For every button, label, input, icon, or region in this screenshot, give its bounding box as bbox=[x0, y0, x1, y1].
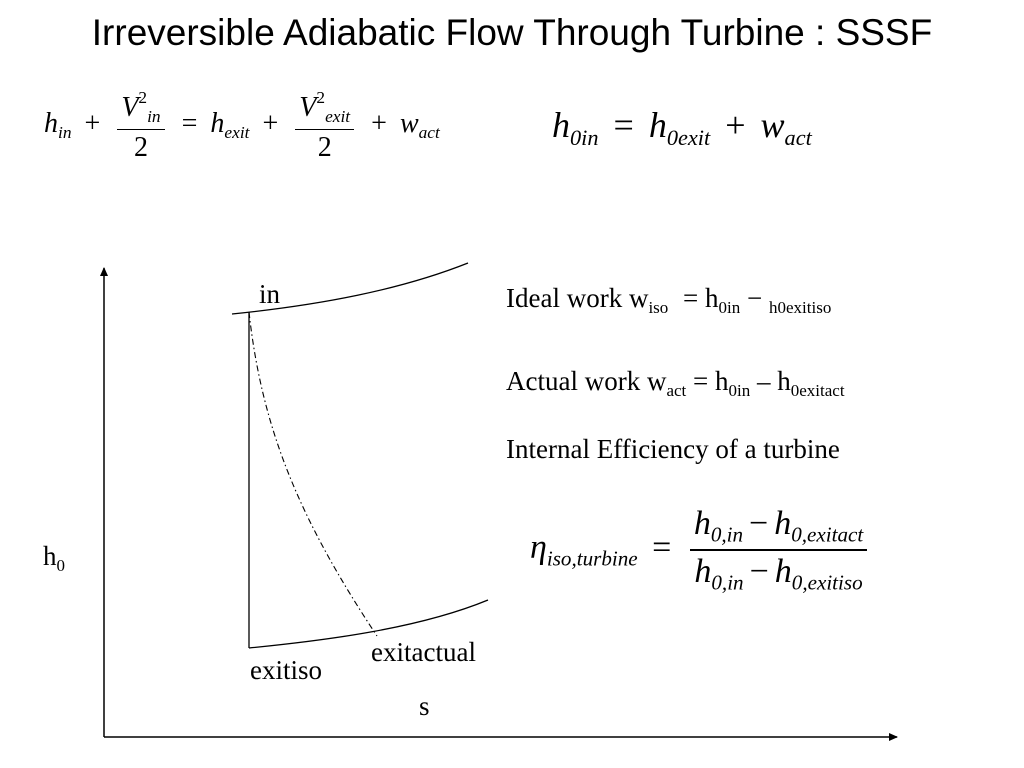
ideal-work-minus: − bbox=[747, 283, 763, 313]
eq-plus-2: + bbox=[262, 108, 279, 140]
inlet-pressure-curve bbox=[231, 262, 469, 315]
stag-h0-in: h0in bbox=[552, 105, 599, 150]
ideal-work-eq: = h bbox=[683, 283, 719, 313]
eq-w-act: wact bbox=[399, 108, 440, 143]
eta-fraction: h0,in−h0,exitact h0,in−h0,exitiso bbox=[689, 505, 868, 596]
y-axis-label: h0 bbox=[43, 541, 65, 575]
stagnation-equation: h0in = h0exit + wact bbox=[552, 104, 812, 151]
eq-kinetic-exit-fraction: V2exit 2 bbox=[295, 88, 355, 164]
ideal-work-tail: h0exitiso bbox=[769, 298, 832, 317]
eta-numerator: h0,in−h0,exitact bbox=[693, 505, 864, 547]
label-in: in bbox=[259, 279, 281, 309]
stag-plus: + bbox=[725, 105, 746, 145]
eq-equals: = bbox=[181, 108, 198, 140]
actual-expansion-line bbox=[248, 311, 378, 637]
eta-equals: = bbox=[652, 529, 672, 567]
slide-title: Irreversible Adiabatic Flow Through Turb… bbox=[91, 12, 933, 53]
ideal-work-line: Ideal work wiso = h0in − h0exitiso bbox=[506, 283, 832, 317]
actual-work-line: Actual work wact = h0in – h0exitact bbox=[506, 366, 845, 400]
label-exitiso: exitiso bbox=[250, 655, 322, 685]
eq-plus-1: + bbox=[84, 108, 101, 140]
actual-work-minus: – h bbox=[757, 366, 791, 396]
eq-h-in: hin bbox=[44, 108, 72, 143]
eq-plus-3: + bbox=[371, 108, 387, 140]
actual-work-label: Actual work w bbox=[506, 366, 667, 396]
energy-equation: hin + V2in 2 = hexit + V2exit 2 + wact bbox=[44, 88, 440, 164]
ideal-work-label: Ideal work w bbox=[506, 283, 649, 313]
eq-h-exit: hexit bbox=[210, 108, 250, 143]
x-axis-label: s bbox=[419, 691, 430, 721]
ideal-work-sub: iso bbox=[648, 298, 669, 317]
actual-work-eq: = h bbox=[693, 366, 729, 396]
eta-denominator: h0,in−h0,exitiso bbox=[689, 549, 868, 595]
stag-h0-exit: h0exit bbox=[648, 105, 711, 150]
stag-equals: = bbox=[613, 105, 634, 145]
stag-w-act: wact bbox=[760, 105, 812, 150]
exit-pressure-curve bbox=[248, 599, 489, 649]
efficiency-heading: Internal Efficiency of a turbine bbox=[506, 434, 840, 464]
label-exitactual: exitactual bbox=[371, 637, 476, 667]
efficiency-equation: ηiso,turbine = h0,in−h0,exitact h0,in−h0… bbox=[530, 505, 871, 596]
eq-kinetic-in-fraction: V2in 2 bbox=[117, 88, 165, 164]
eta-symbol: ηiso,turbine bbox=[530, 529, 638, 571]
